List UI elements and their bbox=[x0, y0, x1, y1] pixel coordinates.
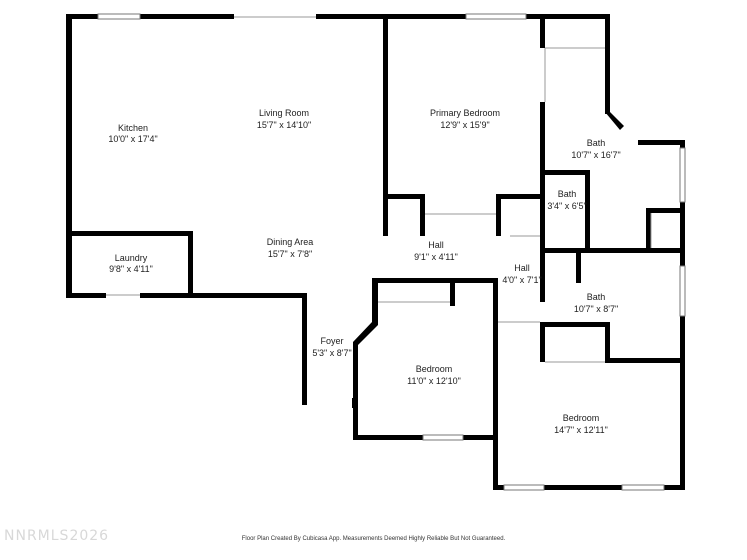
brand-watermark: NNRMLS2026 bbox=[4, 528, 110, 544]
room-dims-dining-area: 15'7" x 7'8" bbox=[267, 249, 313, 259]
room-dims-bath-small: 3'4" x 6'5" bbox=[547, 201, 587, 211]
room-dims-living-room: 15'7" x 14'10" bbox=[256, 120, 312, 130]
room-name-bath-primary: Bath bbox=[586, 138, 606, 148]
room-name-laundry: Laundry bbox=[114, 253, 148, 263]
room-dims-bedroom-1: 11'0" x 12'10" bbox=[407, 376, 461, 386]
room-name-dining-area: Dining Area bbox=[266, 237, 314, 247]
room-name-bedroom-1: Bedroom bbox=[415, 364, 453, 374]
room-dims-bath-hall: 10'7" x 8'7" bbox=[573, 304, 619, 314]
room-name-foyer: Foyer bbox=[320, 336, 344, 346]
room-dims-bedroom-2: 14'7" x 12'11" bbox=[554, 425, 608, 435]
room-name-bedroom-2: Bedroom bbox=[562, 413, 600, 423]
room-name-hall-side: Hall bbox=[514, 263, 530, 273]
footer-disclaimer: Floor Plan Created By Cubicasa App. Meas… bbox=[241, 536, 506, 542]
room-name-living-room: Living Room bbox=[258, 108, 310, 118]
room-dims-hall-main: 9'1" x 4'11" bbox=[414, 252, 458, 262]
door-openings bbox=[106, 16, 652, 363]
room-dims-foyer: 5'3" x 8'7" bbox=[312, 348, 352, 358]
room-dims-primary-bedroom: 12'9" x 15'9" bbox=[440, 120, 490, 130]
room-name-primary-bedroom: Primary Bedroom bbox=[429, 108, 501, 118]
room-dims-laundry: 9'8" x 4'11" bbox=[109, 264, 153, 274]
room-dims-kitchen: 10'0" x 17'4" bbox=[108, 134, 158, 144]
room-name-bath-small: Bath bbox=[557, 189, 577, 199]
windows bbox=[97, 13, 686, 491]
room-name-hall-main: Hall bbox=[428, 240, 444, 250]
room-name-kitchen: Kitchen bbox=[117, 123, 149, 133]
room-dims-bath-primary: 10'7" x 16'7" bbox=[571, 150, 621, 160]
room-dims-hall-side: 4'0" x 7'1" bbox=[502, 275, 542, 285]
room-name-bath-hall: Bath bbox=[586, 292, 606, 302]
